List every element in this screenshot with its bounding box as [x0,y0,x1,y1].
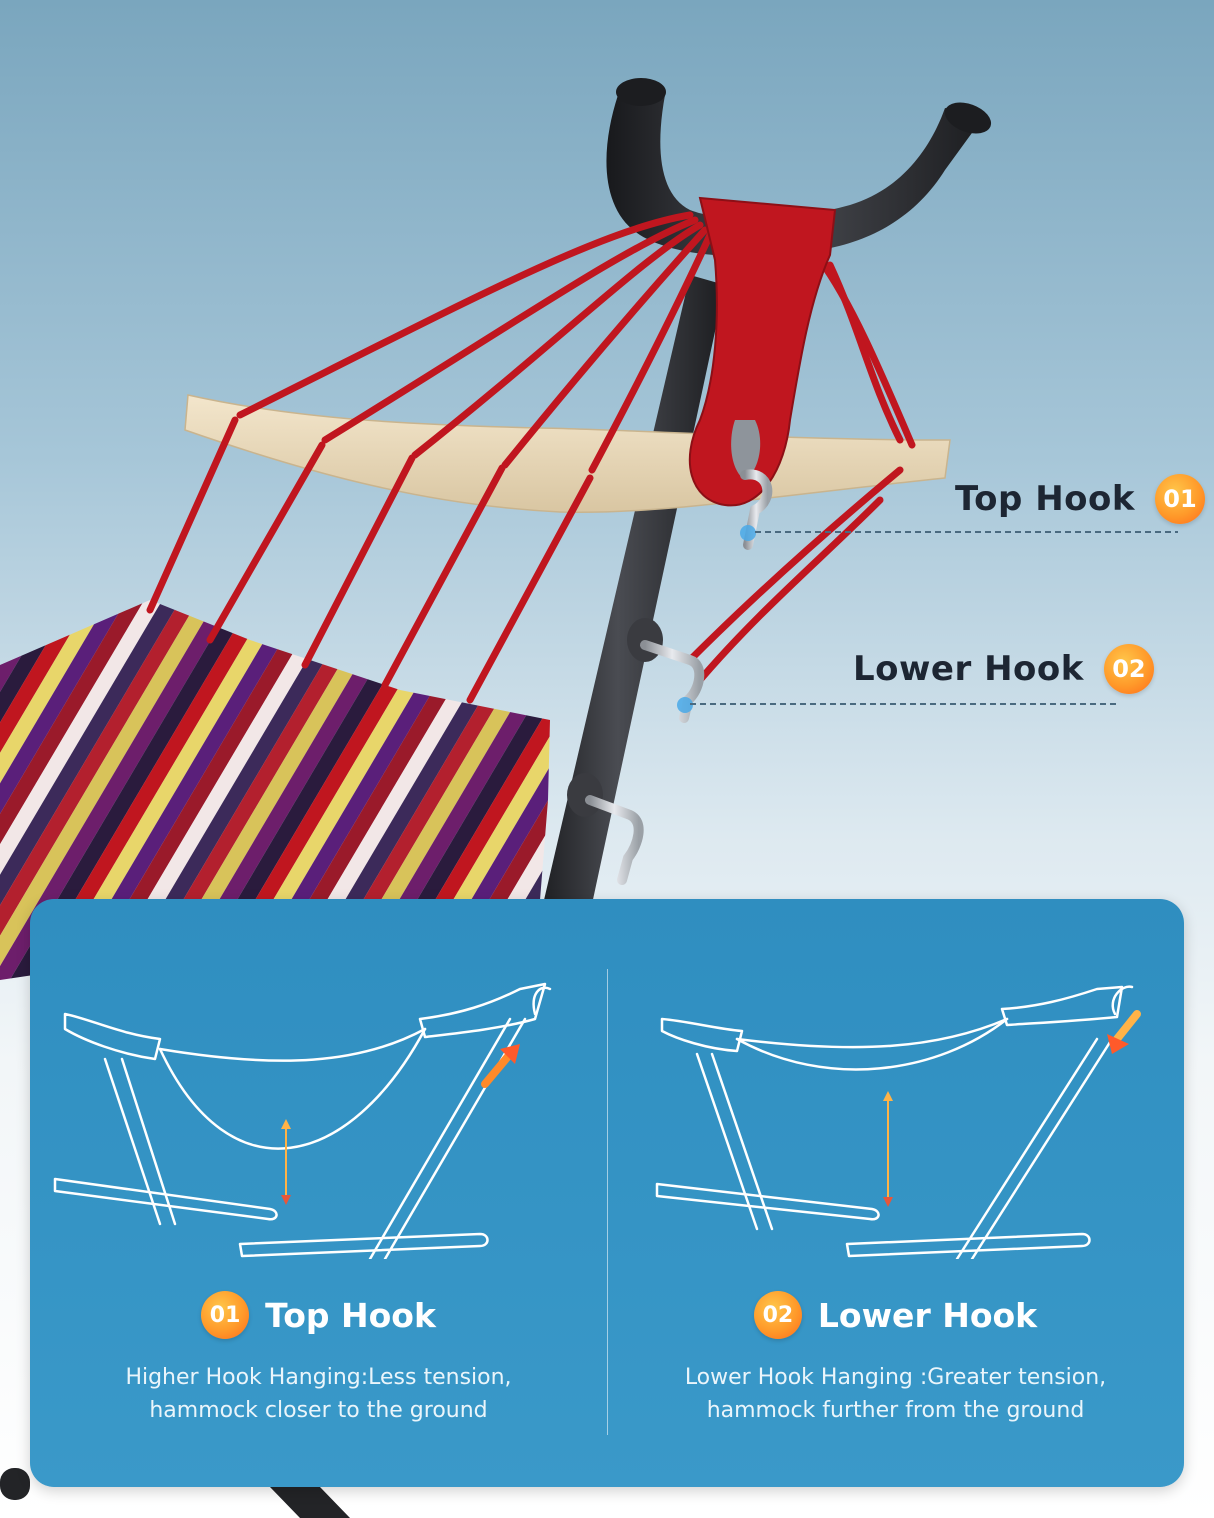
fabric-stripe [52,600,330,980]
stand-cap-right [944,102,992,134]
hook-direction-arrow-lower [1107,1010,1141,1054]
fabric-stripe [430,600,550,980]
fabric-stripe [358,600,550,980]
fabric-stripe [0,600,258,980]
hook-top-icon [740,469,773,550]
fabric-stripe [0,600,276,980]
hook-direction-arrow-top [481,1044,520,1088]
spreader-bar [184,394,951,514]
callout-lower-hook-badge: 02 [1103,644,1154,694]
option-top-hook-badge: 01 [201,1291,250,1339]
stand-foot-fragment [0,1468,30,1500]
option-top-hook-title: 01 Top Hook [30,1291,607,1339]
stand-cap-left [616,78,666,106]
fabric-stripe [0,600,240,980]
fabric-stripe [0,600,204,980]
stand-top-yoke [606,95,985,257]
callout-lower-hook-label: Lower Hook [853,649,1084,689]
tension-arrow-top [281,1119,291,1205]
fabric-stripe [0,600,96,980]
fabric-stripe [0,600,78,980]
option-lower-hook-desc-line1: Lower Hook Hanging :Greater tension, [684,1365,1107,1390]
option-top-hook-desc-line1: Higher Hook Hanging:Less tension, [125,1365,512,1390]
diagram-top-hook-hammock [53,982,552,1259]
hammock-ropes [146,211,916,704]
fabric-stripe [0,600,132,980]
option-lower-hook: 02 Lower Hook Lower Hook Hanging :Greate… [607,899,1184,1487]
option-top-hook: 01 Top Hook Higher Hook Hanging:Less ten… [30,899,607,1487]
option-lower-hook-badge: 02 [753,1291,802,1339]
fabric-stripe [34,600,312,980]
fabric-stripe [448,600,550,980]
fabric-stripe [0,600,114,980]
comparison-panel: 01 Top Hook Higher Hook Hanging:Less ten… [30,899,1184,1487]
callout-top-hook-badge: 01 [1155,474,1205,524]
hook-third-icon [567,773,644,885]
diagram-lower-hook-hammock [655,985,1141,1259]
callout-lower-hook: Lower Hook 02 [853,644,1154,694]
option-lower-hook-title: 02 Lower Hook [607,1291,1184,1339]
callout-top-hook: Top Hook 01 [955,474,1205,524]
fabric-stripe [16,600,294,980]
fabric-stripe [70,600,348,980]
fabric-stripe [124,600,402,980]
fabric-stripe [88,600,366,980]
stand-base-fragment [270,1487,350,1518]
hook-lower-icon [627,618,705,723]
fabric-stripe [0,600,186,980]
fabric-stripe [376,600,550,980]
rope-strap [688,196,837,507]
fabric-stripe [466,600,550,980]
fabric-stripe [0,600,168,980]
option-top-hook-title-text: Top Hook [265,1295,436,1335]
callout-top-hook-label: Top Hook [955,479,1135,519]
option-lower-hook-title-text: Lower Hook [817,1295,1038,1335]
tension-arrow-lower [883,1091,893,1207]
panel-divider [607,969,608,1435]
fabric-stripe [106,600,384,980]
option-top-hook-description: Higher Hook Hanging:Less tension, hammoc… [60,1361,577,1427]
fabric-stripe [394,600,550,980]
fabric-stripe [0,600,150,980]
option-top-hook-desc-line2: hammock closer to the ground [149,1398,488,1423]
fabric-stripe [412,600,550,980]
option-lower-hook-description: Lower Hook Hanging :Greater tension, ham… [637,1361,1154,1427]
option-lower-hook-desc-line2: hammock further from the ground [706,1398,1085,1423]
fabric-stripe [0,600,222,980]
